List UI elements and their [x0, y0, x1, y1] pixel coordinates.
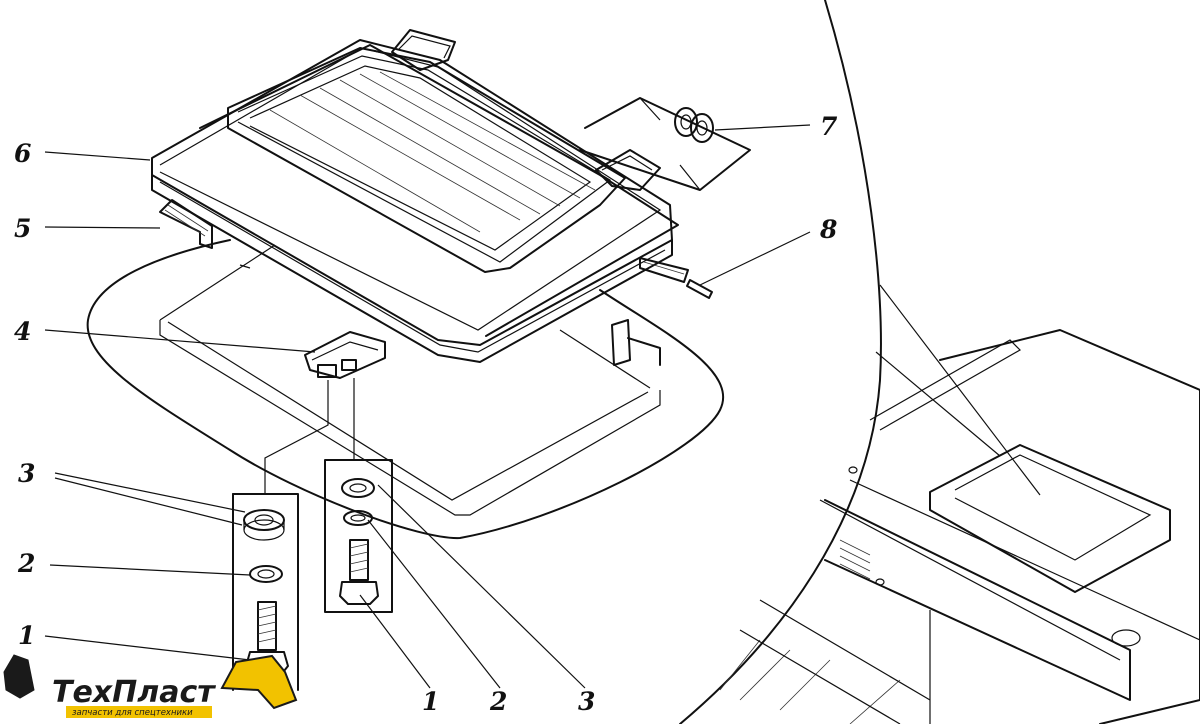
- callout-7: 7: [820, 112, 838, 141]
- callout-1-left: 1: [18, 621, 35, 650]
- loader-icon: [3, 654, 35, 699]
- callout-6: 6: [14, 139, 31, 168]
- detail-view-cab-roof: [679, 0, 1200, 724]
- brand-logo: ТехПласт запчасти для спецтехники: [3, 654, 298, 718]
- fastener-box-right: [324, 459, 393, 613]
- washer-inset: [579, 97, 751, 191]
- callout-4: 4: [14, 317, 31, 346]
- pin-part: [686, 279, 713, 299]
- roof-opening: [86, 239, 724, 540]
- callout-labels: 6 5 4 3 2 1 7 8 1 2 3: [14, 112, 838, 716]
- logo-brand-text: ТехПласт: [52, 675, 216, 710]
- logo-tagline-bar: [66, 706, 212, 718]
- excavator-icon: [220, 654, 298, 710]
- latch-assembly: [304, 331, 386, 379]
- fastener-box-left: [232, 493, 299, 691]
- seal-strip: [159, 199, 689, 283]
- callout-1-bottom: 1: [422, 687, 439, 716]
- hatch-lid: [151, 29, 679, 363]
- callout-3-left: 3: [18, 459, 35, 488]
- callout-8: 8: [819, 215, 837, 244]
- leader-lines: [44, 124, 811, 689]
- callout-2-left: 2: [17, 549, 35, 578]
- callout-2-bottom: 2: [489, 687, 507, 716]
- callout-3-bottom: 3: [578, 687, 595, 716]
- logo-tagline: запчасти для спецтехники: [72, 708, 193, 718]
- callout-5: 5: [14, 214, 31, 243]
